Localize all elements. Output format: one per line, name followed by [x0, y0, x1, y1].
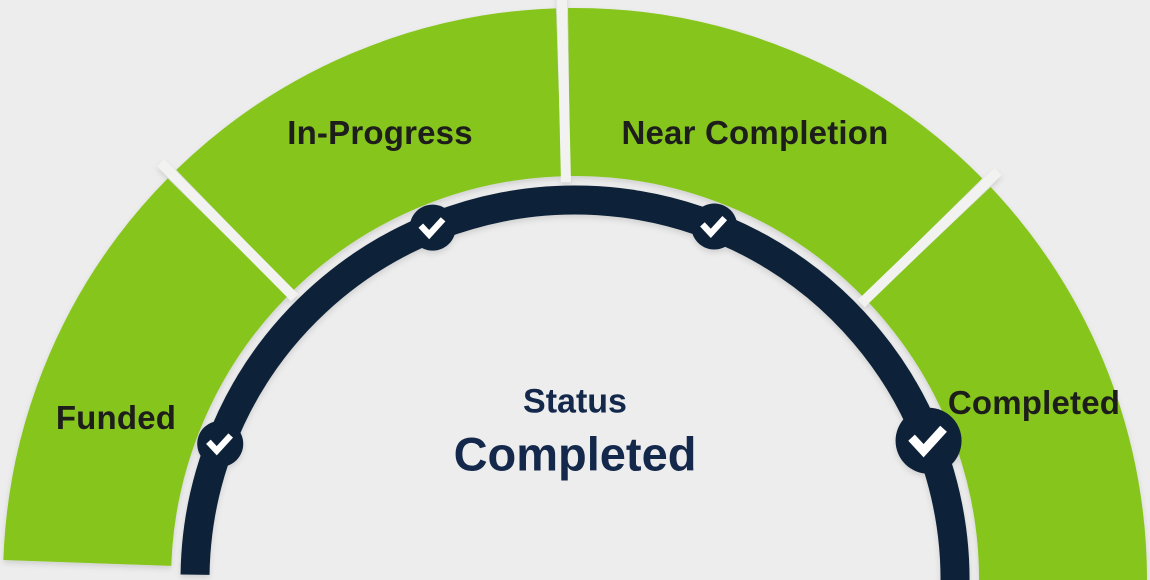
segment-label-near-completion: Near Completion	[621, 114, 889, 151]
segment-arc-in-progress	[176, 8, 563, 292]
segment-label-completed: Completed	[947, 384, 1121, 421]
center-status: Status Completed	[454, 383, 697, 480]
check-icon	[908, 425, 947, 458]
segment-arc-completed	[867, 187, 1147, 580]
segment-gap-line	[857, 167, 1002, 308]
check-icon	[206, 433, 234, 456]
check-icon	[418, 217, 446, 240]
segment-gap-line	[556, 0, 571, 183]
gauge-root	[3, 0, 1147, 580]
segment-label-funded: Funded	[55, 399, 177, 436]
segment-label-in-progress: In-Progress	[287, 114, 473, 151]
segment-arc-funded	[3, 178, 289, 568]
check-icon	[700, 215, 728, 239]
status-value: Completed	[453, 427, 697, 481]
status-title: Status	[523, 382, 627, 421]
segment-arc-near-completion	[568, 8, 983, 298]
segment-gap-line	[157, 159, 299, 302]
